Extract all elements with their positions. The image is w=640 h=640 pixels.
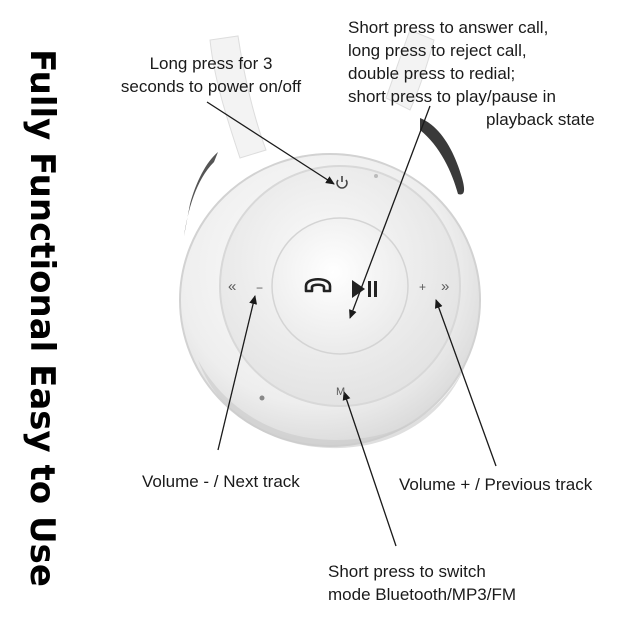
arrow-call [349, 105, 431, 319]
volume-up-label: Volume + / Previous track [399, 475, 593, 494]
arrow-volume-down [217, 295, 258, 451]
power-label-line: Long press for 3 [149, 54, 273, 73]
volume-down-label: Volume - / Next track [142, 472, 300, 491]
power-icon [336, 176, 348, 189]
call-label: Short press to answer call, long press t… [348, 16, 633, 131]
call-label-line: short press to play/pause in [348, 87, 556, 106]
headline: Fully Functional Easy to Use [22, 49, 62, 587]
play-pause-icon [352, 280, 377, 298]
call-label-line: Short press to answer call, [348, 18, 549, 37]
headband-dark-right [420, 118, 465, 195]
headband-right [385, 29, 435, 111]
power-label: Long press for 3 seconds to power on/off [96, 52, 326, 98]
plus-glyph: + [419, 280, 427, 294]
center-button [271, 217, 409, 355]
arrow-mode [342, 391, 397, 547]
call-label-line: playback state [486, 110, 595, 129]
mode-label: Short press to switch mode Bluetooth/MP3… [328, 560, 516, 606]
headband-left [209, 35, 267, 159]
mode-label-line: Short press to switch [328, 562, 486, 581]
next-glyph: » [441, 278, 450, 295]
minus-glyph: − [256, 281, 264, 295]
phone-icon [304, 277, 332, 293]
power-label-line: seconds to power on/off [120, 77, 302, 96]
mode-letter: M [336, 386, 346, 398]
headband-dark-left [184, 152, 218, 236]
arrow-power [206, 101, 335, 185]
arrow-volume-up [434, 299, 497, 467]
mode-label-line: mode Bluetooth/MP3/FM [328, 585, 517, 604]
call-label-line: double press to redial; [348, 64, 516, 83]
ear-cup-shadow [198, 360, 466, 449]
prev-glyph: « [228, 278, 237, 295]
call-label-line: long press to reject call, [348, 41, 527, 60]
